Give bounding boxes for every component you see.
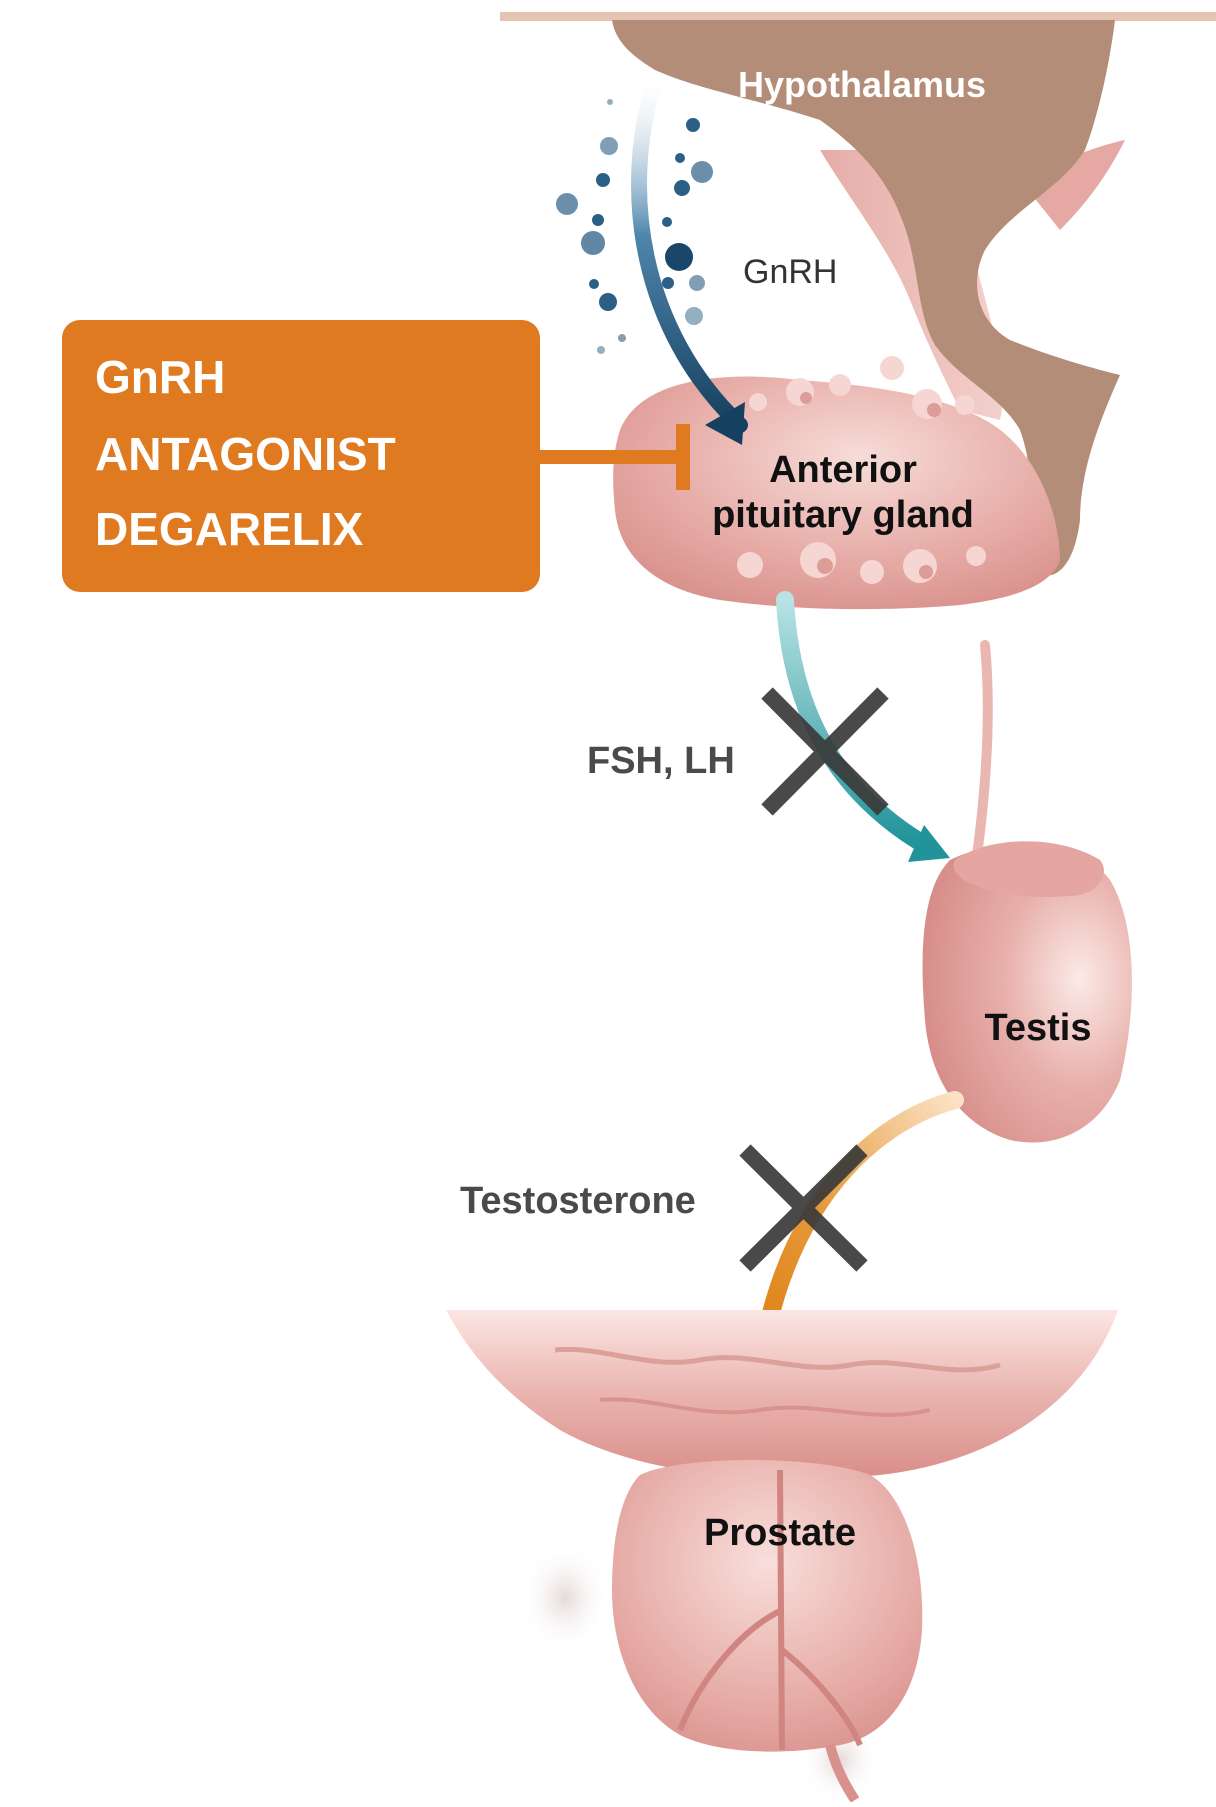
drug-box-line-2: ANTAGONIST [95, 428, 396, 480]
pituitary-cell-cores [800, 392, 941, 579]
fsh-lh-block-cross [761, 687, 889, 816]
brain-floor-bar [500, 12, 1216, 21]
vessel-blur-left [520, 1543, 610, 1653]
prostate-label: Prostate [704, 1512, 856, 1554]
prostate [612, 1460, 923, 1752]
inhibition-bar-end [676, 424, 690, 490]
degarelix-drug-box [62, 320, 540, 592]
gnrh-arrow-head [705, 402, 745, 445]
pituitary-label-line-2: pituitary gland [712, 494, 974, 536]
stalk-flap [1020, 140, 1125, 230]
fsh-lh-arrow-shaft [776, 591, 929, 851]
hypothalamus-region [612, 20, 1120, 576]
gnrh-arrow-shaft [631, 72, 748, 433]
gnrh-label: GnRH [743, 253, 837, 291]
bladder-fold-1 [554, 1346, 1001, 1373]
epididymis [953, 841, 1104, 897]
fsh-lh-label: FSH, LH [587, 740, 735, 782]
testosterone-block-cross [739, 1144, 868, 1272]
gnrh-molecules [556, 99, 713, 354]
testis-label: Testis [984, 1007, 1091, 1049]
fsh-lh-arrow-head [908, 825, 950, 862]
testis [922, 844, 1132, 1143]
urethra-exit [825, 1743, 860, 1803]
drug-box-line-3: DEGARELIX [95, 503, 364, 555]
bladder-fold-2 [599, 1397, 931, 1417]
bladder [446, 1310, 1118, 1479]
urethra-lines [677, 1469, 863, 1751]
inhibition-line [540, 450, 680, 464]
pituitary-label-line-1: Anterior [769, 449, 917, 491]
drug-box-line-1: GnRH [95, 351, 225, 403]
testosterone-label: Testosterone [460, 1180, 696, 1222]
hypothalamus-label: Hypothalamus [738, 64, 986, 105]
